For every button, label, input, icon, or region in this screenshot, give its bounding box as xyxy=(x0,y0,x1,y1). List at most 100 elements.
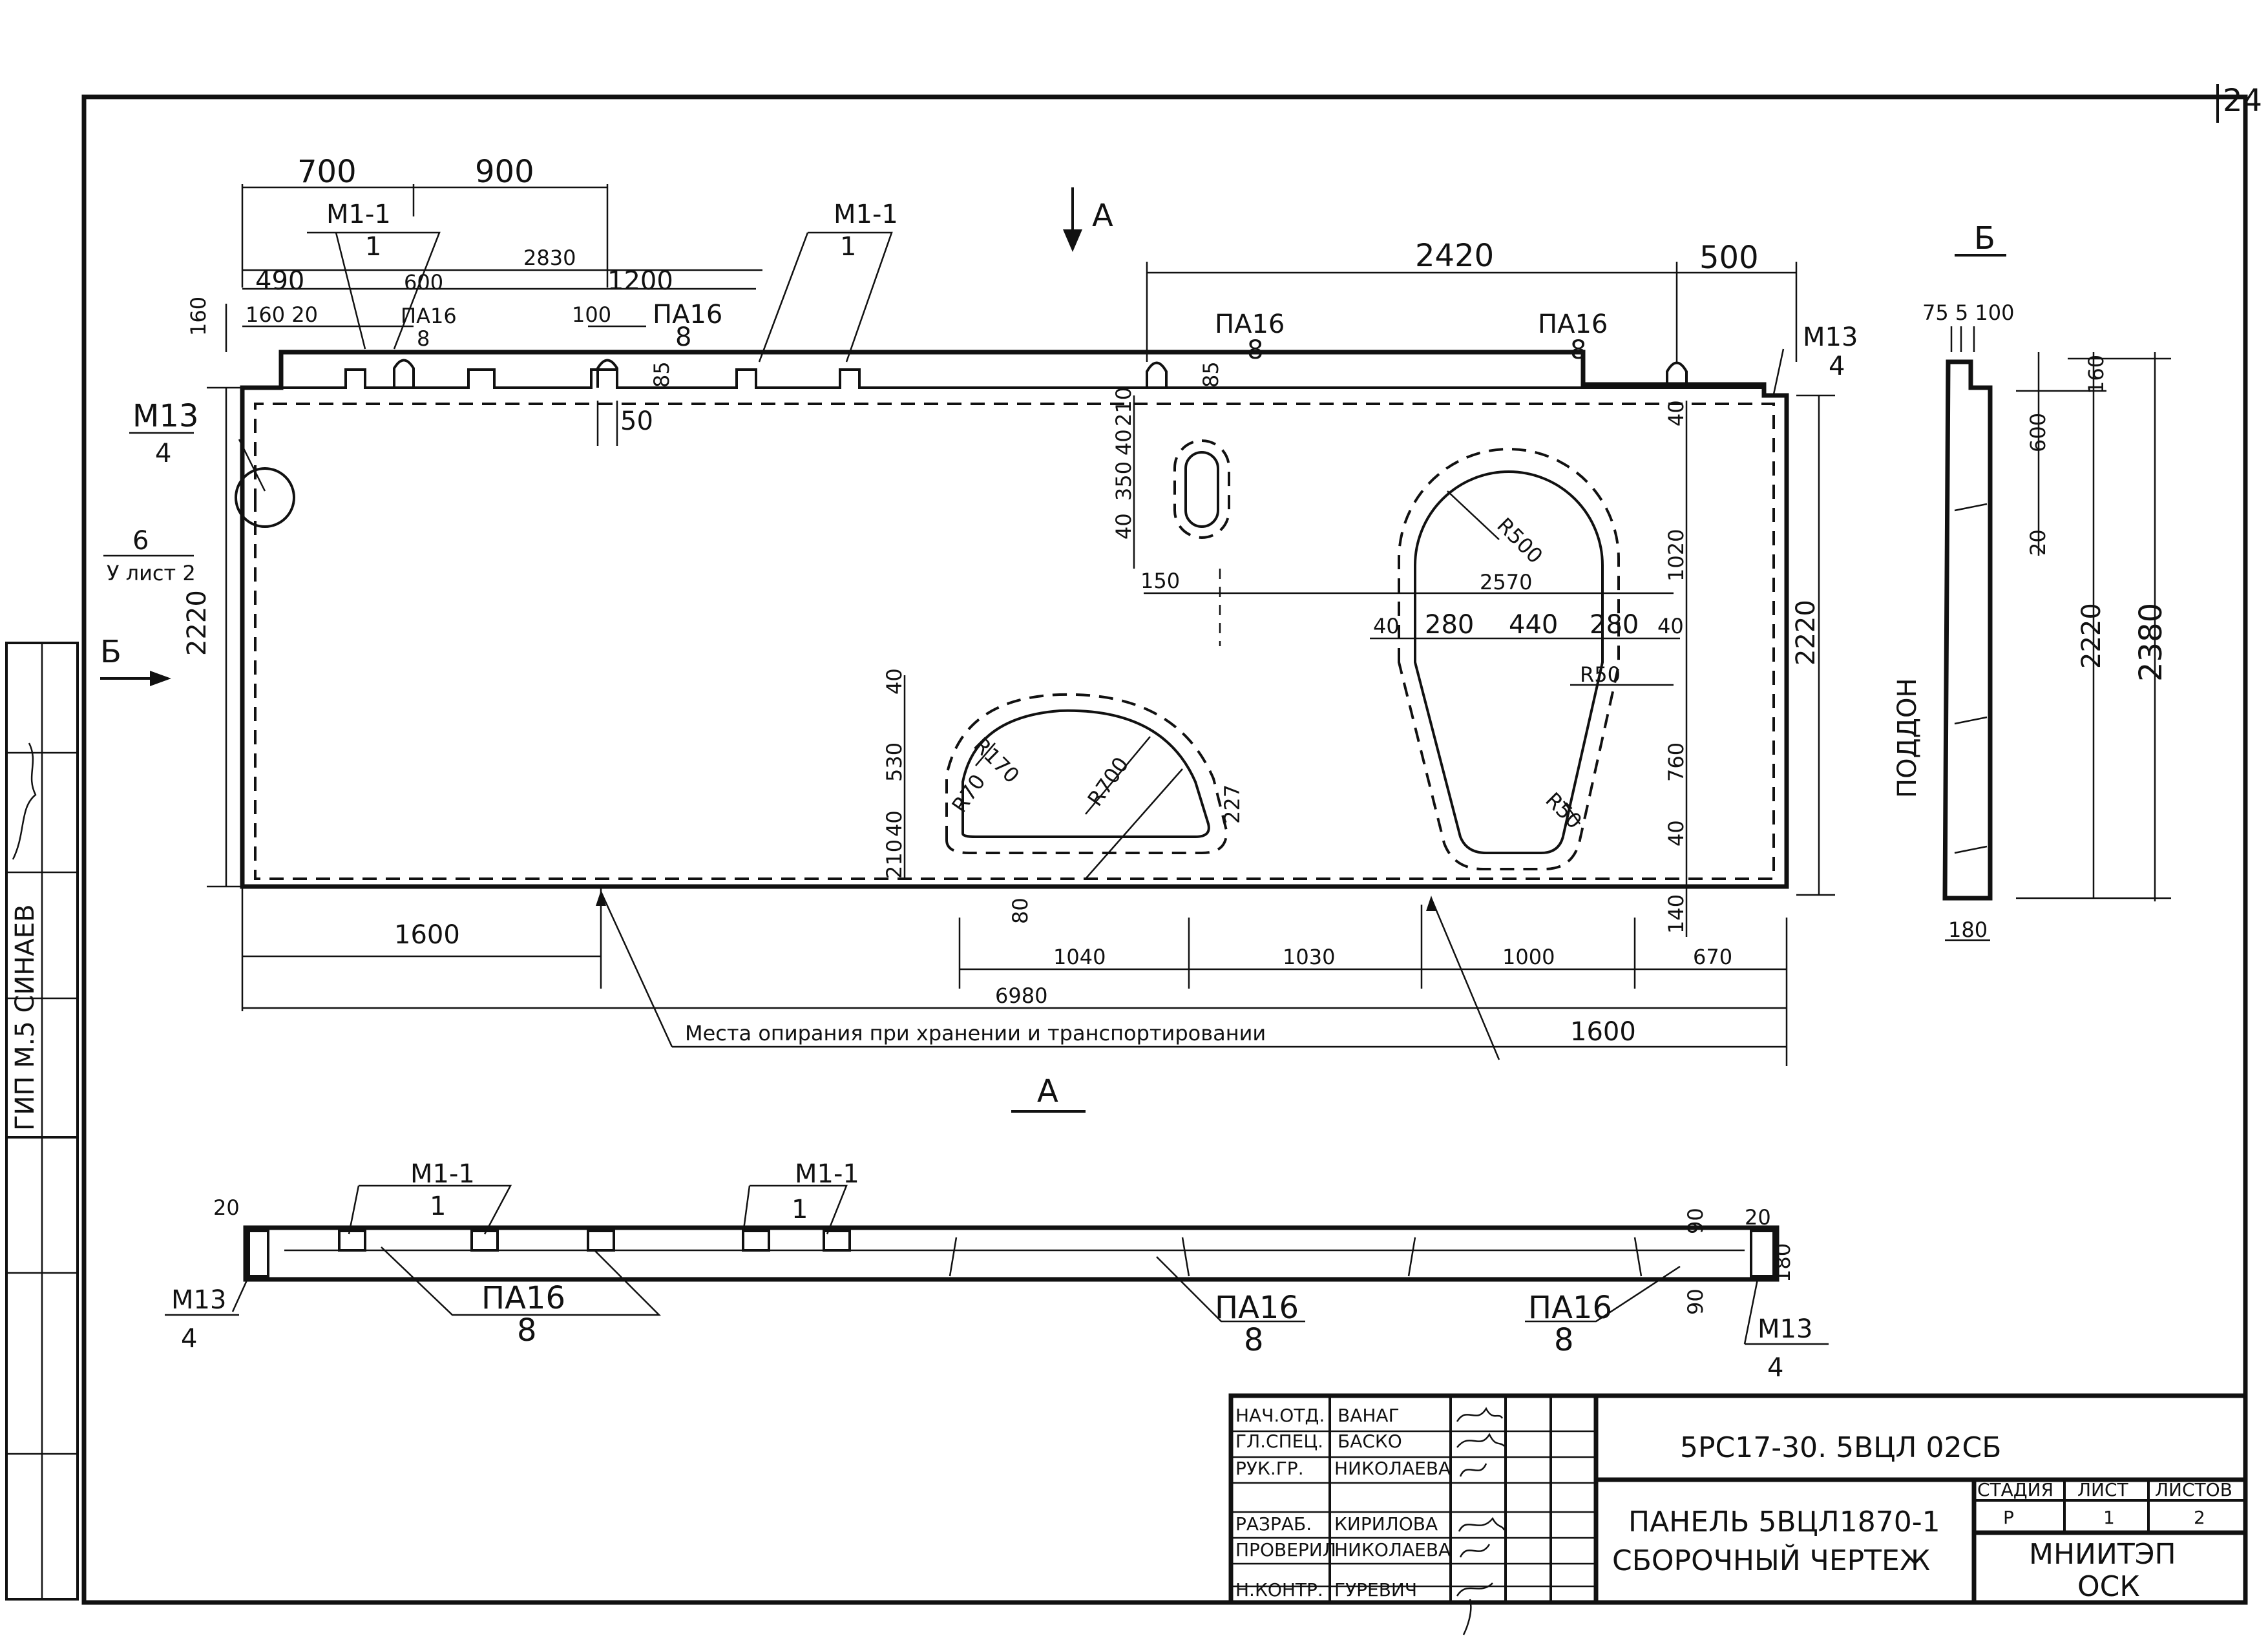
slot-opening-reinforcement xyxy=(1173,439,1230,539)
side-stamp-signature xyxy=(12,742,37,860)
plan-m13-left: M13 xyxy=(171,1285,226,1315)
callout-pa16-c-qty: 8 xyxy=(1247,335,1263,365)
callout-m13-left: M13 xyxy=(132,398,199,434)
tb-name-5: ГУРЕВИЧ xyxy=(1334,1579,1417,1601)
callout-labels: M1-1 1 M1-1 1 ПА16 8 ПА16 8 ПА16 8 ПА16 … xyxy=(100,198,1858,1109)
signature-icon xyxy=(1459,1463,1487,1477)
dim-160-left: 160 xyxy=(186,297,211,336)
section-b-view: Б 75 5 100 160 600 20 2220 2380 ПОДДОН 1… xyxy=(1893,220,2171,942)
dim-1200: 1200 xyxy=(607,266,673,296)
dim-40-a: 40 xyxy=(1111,429,1136,456)
tb-organization-line1: МНИИТЭП xyxy=(2029,1538,2176,1571)
section-b-dim-top: 75 5 100 xyxy=(1922,300,2015,325)
lifting-loop-icon xyxy=(596,359,618,388)
d-shaped-opening xyxy=(961,709,1210,838)
dim-210-bottom: 210 xyxy=(882,839,907,879)
dim-80: 80 xyxy=(1008,898,1033,924)
dim-40-f: 40 xyxy=(882,668,907,695)
lifting-loop-icon xyxy=(1666,361,1688,388)
tb-sheet-header: ЛИСТ xyxy=(2077,1479,2129,1500)
dim-227: 227 xyxy=(1220,784,1244,824)
tb-stage-value: Р xyxy=(2003,1507,2014,1528)
keyhole-opening xyxy=(1414,470,1604,854)
callout-m13-right-qty: 4 xyxy=(1829,352,1845,381)
dim-85-right: 85 xyxy=(1199,361,1223,388)
callout-m1-1-left: M1-1 xyxy=(326,200,391,229)
tb-organization-line2: ОСК xyxy=(2077,1570,2140,1603)
tb-sheets-value: 2 xyxy=(2194,1507,2205,1528)
signature-icon xyxy=(1456,1433,1505,1448)
dim-2570: 2570 xyxy=(1480,570,1532,594)
plan-view: M1-1 1 M1-1 1 ПА16 8 ПА16 8 ПА16 8 M13 4… xyxy=(165,1159,1829,1383)
section-mark-b-left: Б xyxy=(100,634,121,670)
sheet-number: 24 xyxy=(2223,83,2262,119)
dim-1040: 1040 xyxy=(1053,945,1106,969)
keyhole-opening-reinforcement xyxy=(1398,448,1620,870)
side-stamp: ГИП М.5 СИНАЕВ xyxy=(5,642,79,1601)
radius-r50-lower: R50 xyxy=(1540,788,1586,834)
section-b-dim-2380: 2380 xyxy=(2133,603,2169,682)
signature-icon xyxy=(1456,1407,1504,1422)
plan-dim-180: 180 xyxy=(1770,1243,1795,1283)
dim-490: 490 xyxy=(255,266,304,296)
dim-530: 530 xyxy=(882,742,907,782)
dim-500-top: 500 xyxy=(1699,240,1759,276)
d-shaped-opening-reinforcement xyxy=(945,693,1228,854)
section-mark-a-top: А xyxy=(1092,198,1113,234)
dim-85-left: 85 xyxy=(649,361,674,388)
plan-m1-1-right: M1-1 xyxy=(795,1159,859,1189)
lifting-loop-icon xyxy=(393,359,415,388)
plan-m13-right-qty: 4 xyxy=(1767,1353,1783,1383)
main-elevation-view xyxy=(100,184,1835,1113)
plan-outline xyxy=(243,1225,1780,1282)
callout-m1-1-right: M1-1 xyxy=(834,200,898,229)
plan-pa16-right: ПА16 xyxy=(1528,1290,1612,1326)
section-b-dim-20: 20 xyxy=(2026,529,2050,556)
dim-600: 600 xyxy=(404,270,443,295)
signature-icon xyxy=(1456,1582,1493,1635)
section-b-dim-160: 160 xyxy=(2084,355,2108,394)
tb-name-4: НИКОЛАЕВА xyxy=(1334,1539,1451,1560)
node-reference: 6 xyxy=(132,526,149,556)
tb-role-1: ГЛ.СПЕЦ. xyxy=(1235,1431,1323,1452)
plan-m13-left-qty: 4 xyxy=(181,1324,197,1354)
dim-2220-right: 2220 xyxy=(1791,600,1821,666)
callout-m1-1-left-qty: 1 xyxy=(365,232,381,262)
callout-m13-left-qty: 4 xyxy=(155,439,171,468)
dim-1030: 1030 xyxy=(1283,945,1335,969)
dim-900: 900 xyxy=(475,154,534,190)
plan-m1-1-left-qty: 1 xyxy=(430,1192,446,1221)
plan-pa16-right-qty: 8 xyxy=(1554,1322,1574,1358)
tb-name-3: КИРИЛОВА xyxy=(1334,1513,1438,1535)
dim-6980: 6980 xyxy=(995,983,1047,1008)
radius-r700: R700 xyxy=(1082,753,1133,811)
section-b-dim-600: 600 xyxy=(2026,413,2050,452)
pallet-label: ПОДДОН xyxy=(1893,678,1922,798)
dim-210-top: 210 xyxy=(1111,387,1136,426)
lifting-loop-icon xyxy=(1146,361,1168,388)
dim-40-g: 40 xyxy=(882,810,907,837)
support-note: Места опирания при хранении и транспорти… xyxy=(685,1021,1266,1045)
dim-350: 350 xyxy=(1111,461,1136,501)
dim-140: 140 xyxy=(1664,894,1688,934)
plan-dim-90-top: 90 xyxy=(1683,1208,1708,1234)
tb-role-5: Н.КОНТР. xyxy=(1235,1579,1323,1601)
plan-m1-1-right-qty: 1 xyxy=(792,1195,808,1224)
node-sheet-reference: У лист 2 xyxy=(107,561,196,585)
dim-2220-left: 2220 xyxy=(182,590,212,656)
callout-pa16-a: ПА16 xyxy=(401,304,457,328)
tb-role-0: НАЧ.ОТД. xyxy=(1235,1405,1325,1426)
side-stamp-text: ГИП М.5 СИНАЕВ xyxy=(10,904,40,1131)
dim-40-b: 40 xyxy=(1111,513,1136,540)
callout-m1-1-right-qty: 1 xyxy=(840,232,856,262)
dim-440: 440 xyxy=(1509,610,1558,640)
dim-40-top-right: 40 xyxy=(1664,400,1688,426)
dim-1600-right: 1600 xyxy=(1570,1017,1636,1047)
tb-stage-header: СТАДИЯ xyxy=(1977,1479,2053,1500)
tb-name-2: НИКОЛАЕВА xyxy=(1334,1458,1451,1479)
tb-sheets-header: ЛИСТОВ xyxy=(2155,1479,2232,1500)
plan-pa16-mid: ПА16 xyxy=(1215,1290,1299,1326)
dim-40-d: 40 xyxy=(1657,614,1684,638)
tb-role-4: ПРОВЕРИЛ xyxy=(1235,1539,1336,1560)
dim-280-b: 280 xyxy=(1590,610,1639,640)
